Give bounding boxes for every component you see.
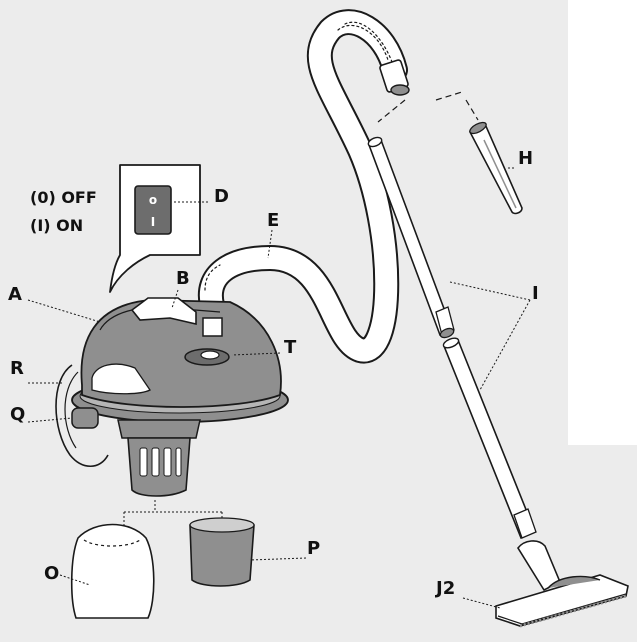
extension-tube-upper [367, 136, 455, 339]
label-e: E [267, 210, 280, 231]
label-a: A [8, 284, 22, 305]
switch-on-glyph: I [151, 215, 155, 229]
floor-nozzle-j2 [495, 540, 629, 628]
label-j2: J2 [436, 578, 456, 599]
vacuum-body [55, 297, 289, 497]
label-p: P [307, 538, 321, 559]
assembly-lines [377, 91, 479, 123]
label-q: Q [10, 404, 26, 425]
label-h: H [518, 148, 534, 169]
background-panel [568, 0, 637, 445]
filter-p [189, 517, 255, 587]
hose-e [197, 9, 408, 364]
label-b: B [176, 268, 190, 289]
switch-off-glyph: o [149, 193, 157, 207]
power-switch[interactable] [134, 185, 172, 235]
label-r: R [10, 358, 24, 379]
leader-lines [27, 167, 531, 609]
label-d: D [214, 186, 229, 207]
switch-off-text: (0) OFF [30, 188, 97, 207]
label-t: T [284, 337, 297, 358]
extension-tube-lower [442, 337, 537, 540]
dust-bag-o [70, 523, 155, 619]
switch-callout: o I [109, 164, 201, 293]
label-o: O [44, 563, 60, 584]
hose-end-connector [379, 59, 410, 96]
crevice-nozzle-h [468, 121, 523, 215]
switch-on-text: (I) ON [30, 216, 84, 235]
label-i: I [532, 283, 539, 304]
